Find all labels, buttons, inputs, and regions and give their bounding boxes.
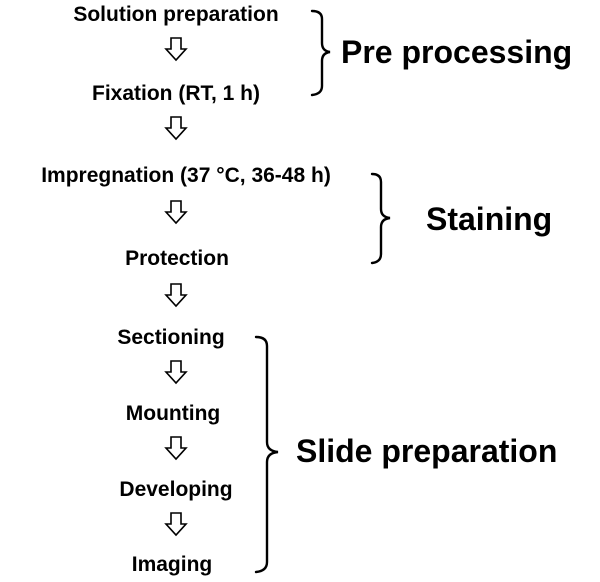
- step-solution-preparation: Solution preparation: [73, 3, 279, 26]
- step-protection: Protection: [125, 247, 229, 270]
- step-sectioning: Sectioning: [117, 326, 225, 349]
- step-fixation: Fixation (RT, 1 h): [92, 82, 260, 105]
- group-label-slide-preparation: Slide preparation: [296, 433, 558, 469]
- arrow-down-icon: [165, 360, 187, 384]
- group-label-staining: Staining: [426, 201, 553, 237]
- step-developing: Developing: [119, 478, 233, 501]
- group-label-pre-processing: Pre processing: [341, 34, 573, 70]
- step-imaging: Imaging: [131, 553, 213, 576]
- step-mounting: Mounting: [125, 402, 221, 425]
- arrow-down-icon: [165, 436, 187, 460]
- arrow-down-icon: [165, 116, 187, 140]
- brace-slide-preparation: [254, 335, 279, 574]
- brace-pre-processing: [310, 9, 331, 97]
- arrow-down-icon: [165, 37, 187, 61]
- arrow-down-icon: [165, 200, 187, 224]
- arrow-down-icon: [165, 283, 187, 307]
- brace-staining: [370, 172, 391, 265]
- step-impregnation: Impregnation (37 °C, 36-48 h): [41, 164, 331, 187]
- arrow-down-icon: [165, 512, 187, 536]
